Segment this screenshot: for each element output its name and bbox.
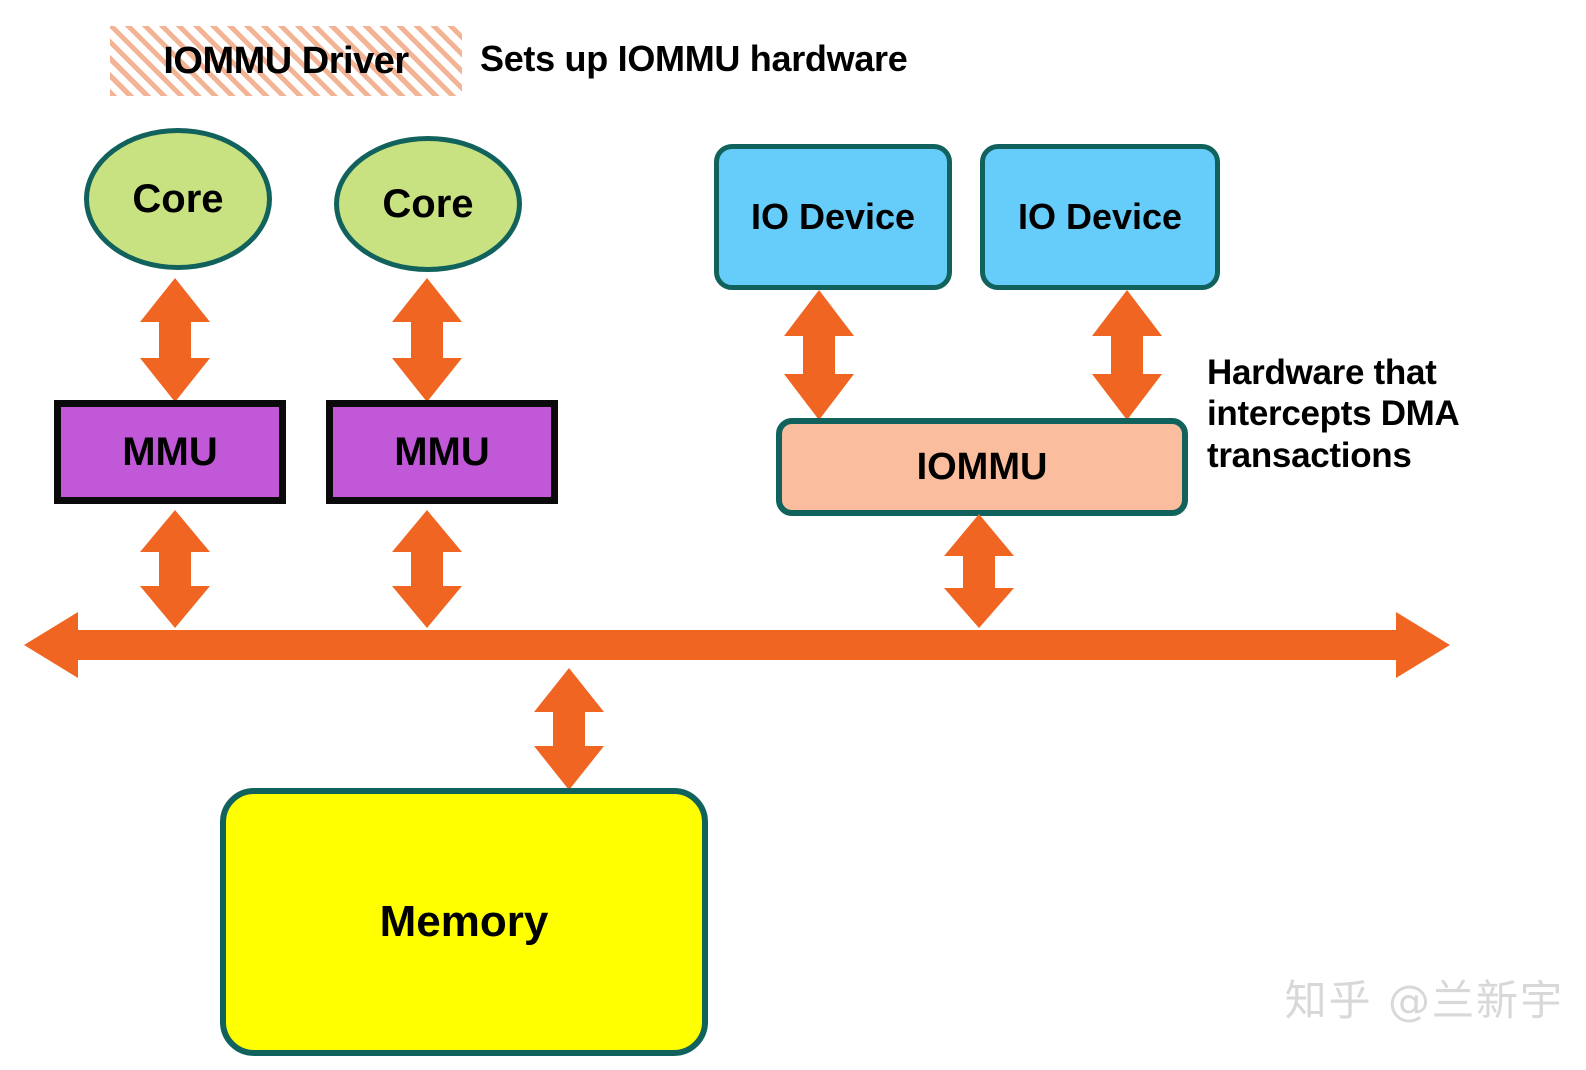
arrow-core1-mmu1 bbox=[138, 276, 212, 404]
arrow-io-device2-iommu bbox=[1090, 288, 1164, 422]
node-iommu-label: IOMMU bbox=[916, 445, 1048, 488]
node-mmu-1[interactable]: MMU bbox=[54, 400, 286, 504]
hardware-note-line-2: intercepts DMA bbox=[1207, 394, 1460, 434]
iommu-driver-note: Sets up IOMMU hardware bbox=[480, 38, 908, 79]
node-io-device-1-label: IO Device bbox=[750, 196, 916, 237]
arrow-iommu-bus bbox=[942, 512, 1016, 630]
arrow-mmu2-bus bbox=[390, 508, 464, 630]
arrow-io-device1-iommu bbox=[782, 288, 856, 422]
node-memory[interactable]: Memory bbox=[220, 788, 708, 1056]
watermark: 知乎 @兰新宇 bbox=[1284, 976, 1564, 1025]
hardware-note-line-3: transactions bbox=[1207, 435, 1412, 475]
system-bus-arrow bbox=[22, 608, 1452, 682]
hardware-note-line-1: Hardware that bbox=[1207, 353, 1437, 392]
node-mmu-2-label: MMU bbox=[394, 429, 490, 474]
arrow-bus-memory bbox=[532, 666, 606, 792]
hardware-note: Hardware that intercepts DMA transaction… bbox=[1207, 352, 1547, 476]
node-core-1[interactable]: Core bbox=[84, 128, 272, 270]
iommu-driver-label: IOMMU Driver bbox=[163, 40, 409, 82]
node-core-2-label: Core bbox=[382, 181, 474, 226]
arrow-mmu1-bus bbox=[138, 508, 212, 630]
node-mmu-1-label: MMU bbox=[122, 429, 218, 474]
arrow-core2-mmu2 bbox=[390, 276, 464, 404]
node-core-2[interactable]: Core bbox=[334, 136, 522, 272]
node-io-device-2[interactable]: IO Device bbox=[980, 144, 1220, 290]
node-mmu-2[interactable]: MMU bbox=[326, 400, 558, 504]
iommu-driver-hatched-box: IOMMU Driver bbox=[110, 26, 462, 96]
node-iommu[interactable]: IOMMU bbox=[776, 418, 1188, 516]
node-io-device-1[interactable]: IO Device bbox=[714, 144, 952, 290]
node-core-1-label: Core bbox=[132, 176, 224, 221]
node-memory-label: Memory bbox=[379, 897, 549, 946]
node-io-device-2-label: IO Device bbox=[1017, 196, 1183, 237]
